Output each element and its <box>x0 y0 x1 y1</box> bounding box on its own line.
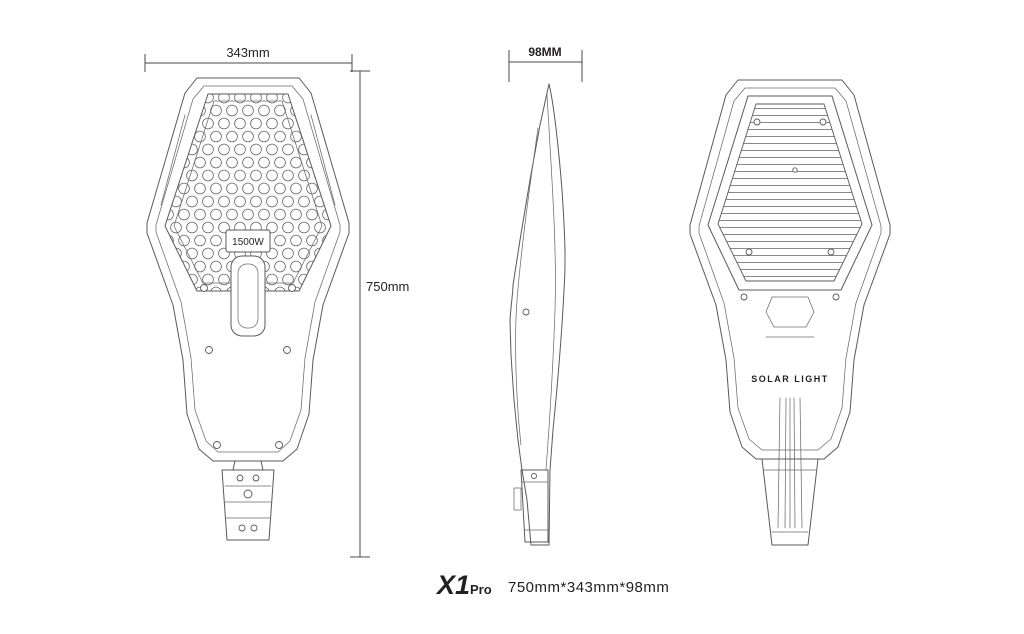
back-pole-strands <box>777 397 803 529</box>
screw-icon <box>200 284 208 292</box>
screw-icon <box>205 346 213 354</box>
back-mount-bracket <box>761 458 819 546</box>
side-back-edge <box>515 127 539 446</box>
side-mount-bracket <box>513 469 549 543</box>
front-inner-outline <box>155 85 341 453</box>
screw-icon <box>827 248 835 256</box>
front-led-panel <box>164 93 332 292</box>
screw-icon <box>745 248 753 256</box>
side-outer-outline <box>509 83 566 546</box>
back-inner-outline <box>698 87 882 451</box>
back-panel-label: SOLAR LIGHT <box>751 374 829 384</box>
screw-icon <box>753 118 761 126</box>
front-led-panel-frame <box>173 100 323 284</box>
back-outer-outline <box>689 79 891 460</box>
screw-icon <box>792 167 798 173</box>
front-wattage-label: 1500W <box>232 237 264 248</box>
screw-icon <box>275 441 283 449</box>
front-outer-outline <box>146 77 350 462</box>
back-view-drawing: SOLAR LIGHT <box>689 79 891 546</box>
front-width-dimension: 343mm <box>144 45 353 72</box>
front-height-dimension: 750mm <box>350 70 409 558</box>
front-height-dimension-label: 750mm <box>366 279 409 294</box>
side-face-edge <box>545 94 556 471</box>
overall-dimensions-label: 750mm*343mm*98mm <box>508 579 669 596</box>
back-mid-hexagon <box>765 296 815 328</box>
front-capsule-outer <box>230 255 266 337</box>
screw-icon <box>213 441 221 449</box>
screw-icon <box>832 293 840 301</box>
screw-icon <box>740 293 748 301</box>
front-facet-line-left <box>160 114 186 206</box>
side-depth-dimension-label: 98MM <box>528 45 561 59</box>
front-facet-line-right <box>310 114 336 206</box>
front-wattage-plate <box>225 229 271 253</box>
front-mount-bracket <box>221 460 275 541</box>
screw-icon <box>288 284 296 292</box>
screw-icon <box>819 118 827 126</box>
caption: X1 Pro 750mm*343mm*98mm <box>435 570 669 600</box>
front-view-drawing: 343mm 750mm 1500W <box>144 45 409 558</box>
front-capsule-inner <box>237 263 259 329</box>
screw-icon <box>522 308 530 316</box>
side-view-drawing: 98MM <box>508 45 583 546</box>
front-width-dimension-label: 343mm <box>226 45 269 60</box>
model-series-label: Pro <box>470 582 492 597</box>
side-depth-dimension: 98MM <box>508 45 583 82</box>
back-solar-panel <box>717 103 863 282</box>
model-logo: X1 <box>435 570 470 600</box>
screw-icon <box>283 346 291 354</box>
